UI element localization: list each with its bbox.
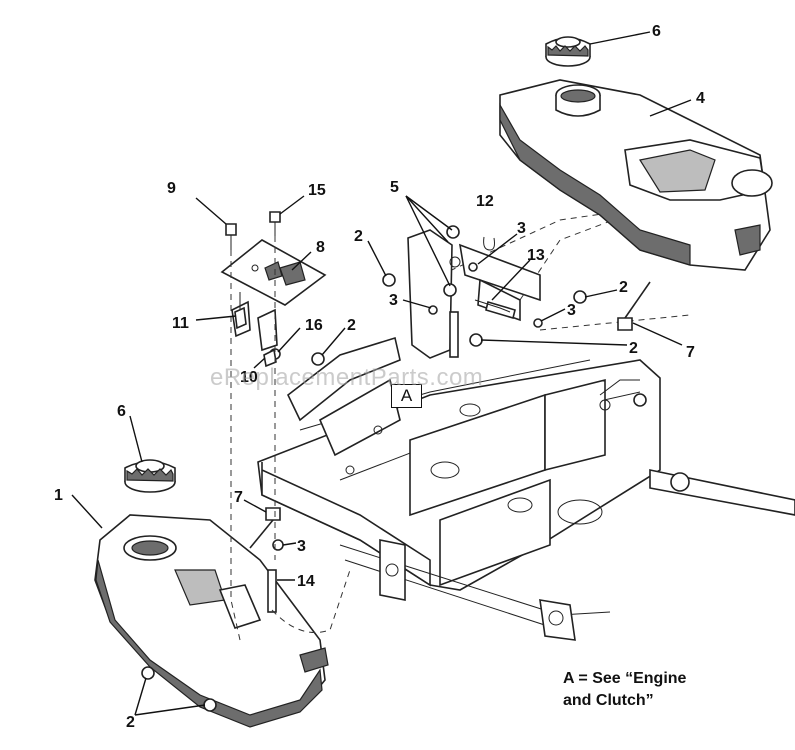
callout-7: 7	[686, 344, 695, 361]
callout-6: 6	[652, 23, 661, 40]
reference-note-line1: A = See “Engine	[563, 670, 687, 687]
callout-2: 2	[354, 228, 363, 245]
frame-assembly	[257, 199, 795, 641]
callout-5: 5	[390, 179, 399, 196]
callout-8: 8	[316, 239, 325, 256]
callout-10: 10	[240, 369, 258, 386]
fuel-tank-left	[94, 514, 329, 728]
fuel-cap-left	[124, 459, 176, 493]
callout-15: 15	[308, 182, 326, 199]
callout-13: 13	[527, 247, 545, 264]
callout-3: 3	[567, 302, 576, 319]
callout-3: 3	[297, 538, 306, 555]
callout-3: 3	[517, 220, 526, 237]
callout-2: 2	[629, 340, 638, 357]
fuel-tank-right	[499, 79, 773, 271]
callout-16: 16	[305, 317, 323, 334]
callout-1: 1	[54, 487, 63, 504]
watermark: eReplacementParts.com	[210, 364, 484, 391]
callout-4: 4	[696, 90, 705, 107]
callout-2: 2	[347, 317, 356, 334]
callout-6: 6	[117, 403, 126, 420]
leader-lines	[71, 31, 692, 716]
callout-2: 2	[619, 279, 628, 296]
callout-11: 11	[172, 315, 189, 332]
fuel-cap-right	[545, 36, 591, 67]
reference-note: A = See “Engine and Clutch”	[563, 668, 763, 712]
callout-12: 12	[476, 193, 494, 210]
callout-2: 2	[126, 714, 135, 731]
reference-note-line2: and Clutch”	[563, 692, 654, 709]
hardware	[141, 211, 651, 712]
seat-support	[407, 229, 541, 359]
callouts: 1 2 2 2 2 2 3 3 3 3 4 5 6 6 7 7 8 9 10 1…	[54, 23, 705, 731]
callout-9: 9	[167, 180, 176, 197]
callout-14: 14	[297, 573, 315, 590]
callout-7: 7	[234, 489, 243, 506]
detail-reference-box: A	[391, 384, 422, 408]
callout-3: 3	[389, 292, 398, 309]
